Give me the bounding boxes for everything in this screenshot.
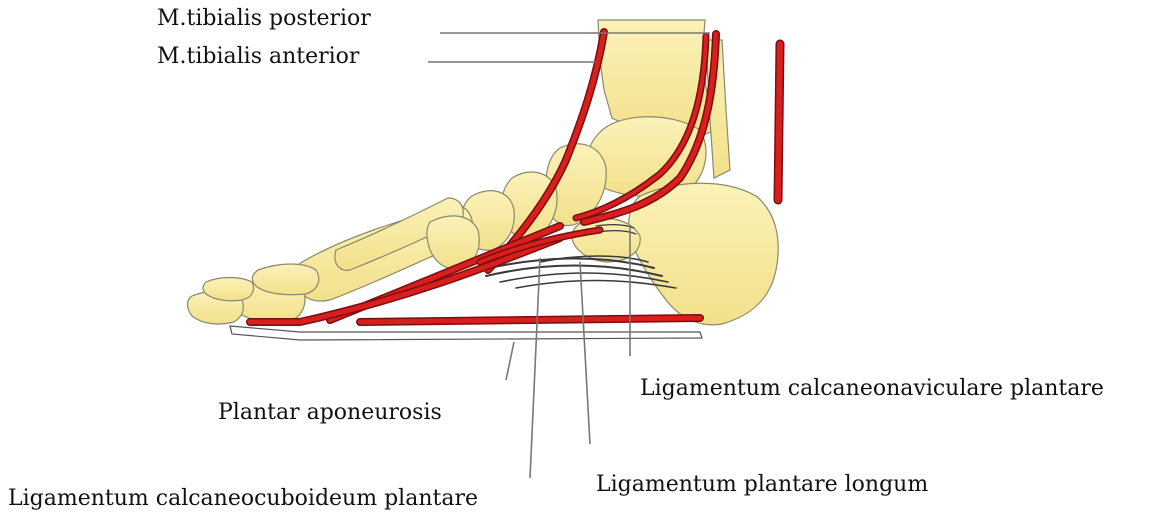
label-tibialis-anterior: M.tibialis anterior xyxy=(157,46,359,68)
label-plantar-aponeurosis: Plantar aponeurosis xyxy=(218,402,442,424)
plantar-aponeurosis-band xyxy=(230,326,702,340)
phalanx-proximal-2 xyxy=(252,264,318,295)
label-lig-calcaneonaviculare: Ligamentum calcaneonaviculare plantare xyxy=(640,378,1104,400)
foot-bones xyxy=(188,117,779,325)
calcaneus xyxy=(629,183,778,325)
phalanx-distal-2 xyxy=(203,278,254,301)
label-lig-calcaneocuboideum: Ligamentum calcaneocuboideum plantare xyxy=(8,488,478,510)
ligament-band xyxy=(486,266,662,277)
ligament-band xyxy=(516,281,676,289)
leader-plantar-aponeurosis xyxy=(506,342,514,380)
label-tibialis-posterior: M.tibialis posterior xyxy=(157,8,371,30)
tendon-achilles xyxy=(778,44,780,200)
leader-lig-plantare-longum xyxy=(580,262,590,444)
leader-lig-calcaneocuboideum xyxy=(530,258,540,478)
label-lig-plantare-longum: Ligamentum plantare longum xyxy=(596,474,928,496)
